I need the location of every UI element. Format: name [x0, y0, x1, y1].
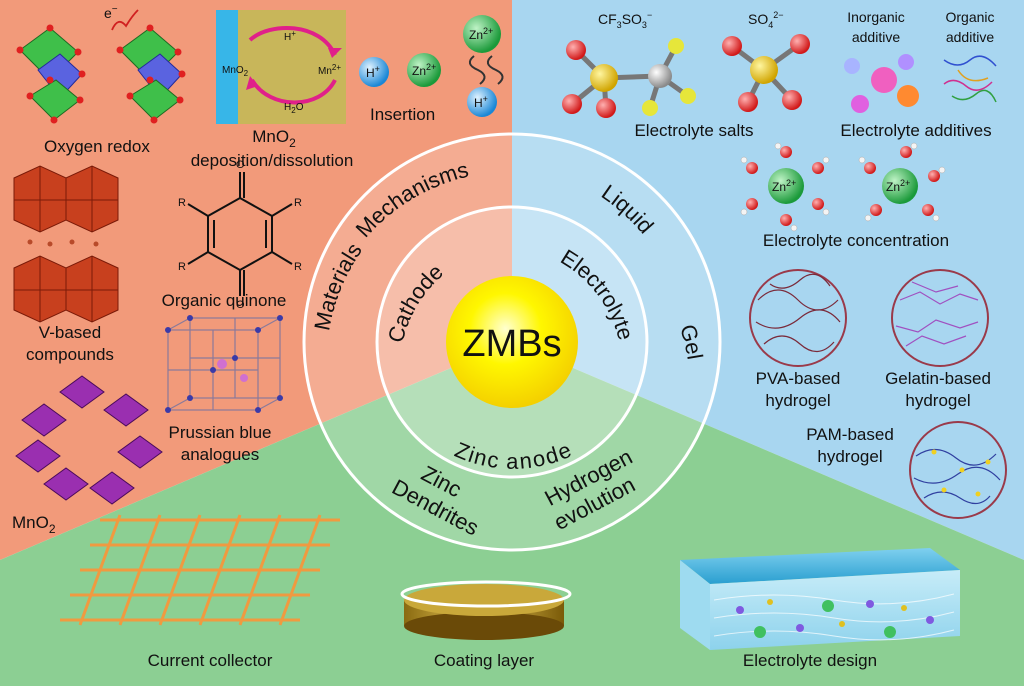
inorganic-additive-label-1: Inorganic — [847, 9, 905, 25]
center-title: ZMBs — [462, 323, 561, 365]
pam-label-1: PAM-based — [806, 425, 894, 444]
inorganic-additive-balls — [844, 54, 919, 113]
electrolyte-design-block — [680, 548, 960, 650]
quinone-o-top: O — [236, 159, 245, 171]
v-based-label-2: compounds — [26, 345, 114, 364]
so4-molecule — [722, 34, 810, 112]
current-collector-label: Current collector — [148, 651, 273, 670]
coating-layer-label: Coating layer — [434, 651, 535, 670]
deposition-label-2: deposition/dissolution — [191, 151, 354, 170]
oxygen-redox-label: Oxygen redox — [44, 137, 150, 156]
solvated-zn-clusters — [740, 142, 946, 232]
current-collector-mesh — [60, 514, 340, 626]
center-core — [446, 276, 578, 408]
h-plus-box-label: H+ — [284, 29, 296, 43]
prussian-blue-ions — [217, 359, 248, 382]
gelatin-hydrogel-graphic — [891, 269, 989, 367]
gelatin-label-2: hydrogel — [905, 391, 970, 410]
zn-ion-label-2: Zn2+ — [469, 26, 493, 42]
pva-label-2: hydrogel — [765, 391, 830, 410]
pam-hydrogel-graphic — [909, 421, 1007, 519]
zn-cluster-label-2: Zn2+ — [886, 178, 910, 194]
organic-additive-label-2: additive — [946, 29, 994, 45]
mn-ion-box-label: Mn2+ — [318, 63, 341, 77]
quinone-structure — [187, 172, 293, 296]
mno2-box-label: MnO2 — [222, 65, 249, 78]
quinone-o-bottom: O — [236, 299, 245, 311]
cf3so3-molecule — [562, 38, 696, 118]
insertion-label: Insertion — [370, 105, 435, 124]
deposition-label-1: MnO2 — [252, 127, 296, 150]
electrolyte-design-label: Electrolyte design — [743, 651, 877, 670]
v-based-label-1: V-based — [39, 323, 101, 342]
pva-label-1: PVA-based — [756, 369, 841, 388]
prussian-blue-nodes — [165, 315, 283, 413]
v-based-structure — [13, 165, 119, 323]
gelatin-label-1: Gelatin-based — [885, 369, 991, 388]
pva-hydrogel-graphic — [749, 269, 847, 367]
electrolyte-salts-label: Electrolyte salts — [634, 121, 753, 140]
water-box-label: H2O — [284, 102, 304, 115]
zn-ion-label-1: Zn2+ — [412, 62, 436, 78]
pam-label-2: hydrogel — [817, 447, 882, 466]
salt-so4-label: SO42− — [748, 10, 784, 30]
insertion-ions — [359, 15, 504, 117]
electrolyte-additives-label: Electrolyte additives — [840, 121, 991, 140]
quinone-label: Organic quinone — [162, 291, 287, 310]
organic-additive-label-1: Organic — [945, 9, 994, 25]
zn-cluster-label-1: Zn2+ — [772, 178, 796, 194]
electron-label: e− — [104, 4, 118, 21]
electrolyte-concentration-label: Electrolyte concentration — [763, 231, 949, 250]
quinone-r-3: R — [178, 261, 186, 273]
quinone-r-2: R — [294, 197, 302, 209]
mno2-deposition-diagram — [216, 10, 346, 124]
h-ion-label-2: H+ — [474, 94, 488, 110]
prussian-label-2: analogues — [181, 445, 259, 464]
inorganic-additive-label-2: additive — [852, 29, 900, 45]
mno2-bottom-label: MnO2 — [12, 513, 56, 536]
coating-layer-disc — [400, 580, 572, 640]
h-ion-label-1: H+ — [366, 64, 380, 80]
quinone-r-4: R — [294, 261, 302, 273]
prussian-label-1: Prussian blue — [168, 423, 271, 442]
salt-cf3so3-label: CF3SO3− — [598, 10, 652, 30]
organic-additive-chains — [943, 55, 997, 103]
mno2-ring-structure — [15, 375, 163, 505]
quinone-r-1: R — [178, 197, 186, 209]
oxygen-redox-structures — [16, 9, 186, 124]
